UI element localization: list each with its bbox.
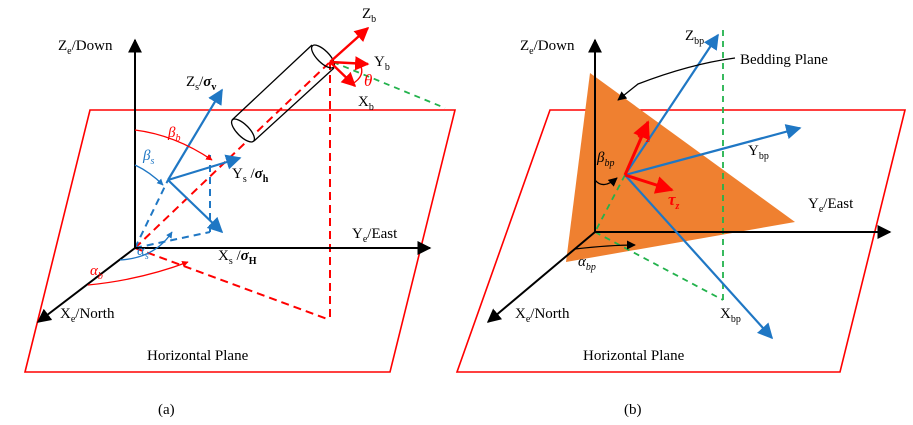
- zs-label: Zs/σv: [186, 74, 216, 93]
- ze-label-b: Ze/Down: [520, 38, 575, 57]
- alpha-bp-arc: [574, 240, 636, 250]
- xe-label-b: Xe/North: [515, 306, 570, 325]
- horizontal-plane-label-a: Horizontal Plane: [147, 348, 249, 364]
- tau-z-vector: [624, 173, 674, 194]
- xs-axis-a: [167, 179, 224, 234]
- alpha-b-arc: [87, 261, 189, 286]
- caption-a: (a): [158, 402, 175, 418]
- theta-arc: [351, 63, 363, 85]
- horizontal-plane-a: [23, 109, 457, 373]
- xe-axis-b: [486, 231, 596, 323]
- bedding-plane-leader: [617, 57, 736, 101]
- zb-axis-a: [329, 27, 370, 63]
- borehole-axis-dashed-a: [134, 61, 331, 249]
- alpha-s-label: αs: [137, 243, 149, 262]
- beta-s-arc: [134, 164, 164, 186]
- borehole-projection-a: [134, 247, 331, 321]
- theta-label: θ: [364, 71, 372, 90]
- caption-b: (b): [624, 402, 642, 418]
- sigma-z-vector: [623, 120, 650, 176]
- ybp-axis: [624, 124, 802, 177]
- beta-bp-label: βbp: [596, 150, 614, 169]
- ys-label: Ys /σh: [232, 166, 269, 185]
- horizontal-plane-label-b: Horizontal Plane: [583, 348, 685, 364]
- yb-label: Yb: [374, 54, 390, 73]
- borehole-cylinder: [230, 44, 336, 143]
- horizontal-plane-b: [455, 109, 907, 373]
- sigma-z-label: σz: [637, 123, 650, 145]
- ye-label-b: Ye/East: [808, 196, 854, 215]
- xbp-axis: [624, 174, 774, 340]
- beta-b-arc: [134, 129, 213, 161]
- xe-label-a: Xe/North: [60, 306, 115, 325]
- green-diagonal-b: [594, 231, 724, 301]
- alpha-s-arc: [119, 231, 173, 261]
- alpha-b-label: αb: [90, 263, 103, 282]
- bedding-plane-label: Bedding Plane: [740, 52, 828, 68]
- xs-label: Xs /σH: [218, 248, 257, 267]
- beta-s-label: βs: [142, 148, 154, 167]
- ze-label-a: Ze/Down: [58, 38, 113, 57]
- zb-label: Zb: [362, 6, 376, 25]
- xe-axis-a: [36, 247, 136, 323]
- xs-horizontal-a: [134, 231, 211, 249]
- xb-axis-a: [329, 61, 357, 87]
- beta-bp-arc: [594, 177, 618, 187]
- bedding-plane: [566, 73, 795, 262]
- panel-a: Ze/Down Ye/East Xe/North Zs/σv Ys /σh Xs…: [23, 6, 457, 418]
- tau-z-label: τz: [668, 190, 680, 212]
- green-dashed-line-a: [332, 61, 446, 109]
- ys-axis-a: [167, 154, 242, 182]
- alpha-bp-label: αbp: [578, 254, 596, 273]
- beta-b-label: βb: [167, 125, 180, 144]
- zbp-label: Zbp: [685, 28, 704, 47]
- ybp-label: Ybp: [748, 143, 769, 162]
- zs-axis-a: [167, 88, 223, 181]
- ye-label-a: Ye/East: [352, 226, 398, 245]
- xs-projection-a: [134, 179, 169, 249]
- xbp-label: Xbp: [720, 306, 741, 325]
- yb-axis-a: [329, 56, 370, 71]
- xb-label: Xb: [358, 94, 374, 113]
- panel-b: Ze/Down Ye/East Xe/North Zbp Ybp Xbp Bed…: [455, 28, 907, 418]
- zbp-axis: [624, 33, 719, 176]
